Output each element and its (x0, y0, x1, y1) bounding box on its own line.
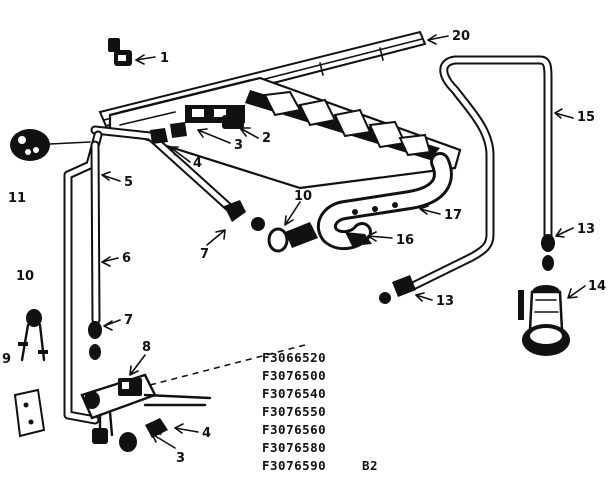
callout-9: 9 (2, 352, 11, 367)
control-part-11 (10, 129, 91, 161)
part-number: F3076580 (262, 440, 326, 455)
callout-14: 14 (588, 279, 606, 294)
callout-7-lower: 7 (124, 313, 133, 328)
burner-assembly (108, 76, 462, 190)
callout-5: 5 (124, 175, 133, 190)
callout-1: 1 (160, 51, 169, 66)
callout-arrows (101, 34, 586, 449)
part-number: F3076500 (262, 368, 326, 383)
fitting-part-13-right (541, 234, 555, 271)
orifice-part-16 (345, 232, 372, 246)
callout-20: 20 (452, 29, 470, 44)
callout-4-lower: 4 (202, 426, 211, 441)
part-number: F3076550 (262, 404, 326, 419)
callout-10: 10 (16, 269, 34, 284)
tube-part-5 (90, 125, 237, 215)
clip-part-10 (18, 309, 48, 362)
tube-assembly-part-6 (63, 130, 103, 425)
part-number: F3076560 (262, 422, 326, 437)
bracket-part-9 (13, 388, 46, 438)
callout-16: 16 (396, 233, 414, 248)
callout-7-upper: 7 (200, 247, 209, 262)
callout-15: 15 (577, 110, 595, 125)
callout-8: 8 (142, 340, 151, 355)
callout-13-left: 13 (436, 294, 454, 309)
fitting-part-4-upper (150, 128, 168, 144)
callout-2: 2 (262, 131, 271, 146)
regulator-part-14 (518, 285, 570, 356)
fitting-part-7-upper (224, 200, 265, 231)
callout-11: 11 (8, 191, 26, 206)
elbow-part-18 (267, 222, 318, 253)
part-number: F3076590 (262, 458, 326, 473)
fitting-part-2 (222, 115, 244, 129)
fitting-part-1 (108, 38, 132, 66)
burner-tube-part-17 (316, 152, 453, 251)
tube-part-15 (410, 55, 553, 290)
part-number: F3066520 (262, 350, 326, 365)
callout-3-upper: 3 (234, 138, 243, 153)
part-number-list: F3066520 F3076500 F3076540 F3076550 F307… (262, 350, 378, 473)
page-code: B2 (362, 458, 378, 473)
fitting-part-3-upper (170, 122, 187, 138)
callout-13-right: 13 (577, 222, 595, 237)
callout-17: 17 (444, 208, 462, 223)
callout-4-upper: 4 (193, 156, 202, 171)
valve-assembly-part-8 (80, 373, 212, 452)
fitting-part-13-left (379, 275, 416, 304)
callout-18: 10 (294, 189, 312, 204)
fitting-part-7-lower (88, 321, 102, 360)
callout-3-lower: 3 (176, 451, 185, 466)
callout-6: 6 (122, 251, 131, 266)
part-number: F3076540 (262, 386, 326, 401)
dashed-connector (149, 344, 306, 386)
